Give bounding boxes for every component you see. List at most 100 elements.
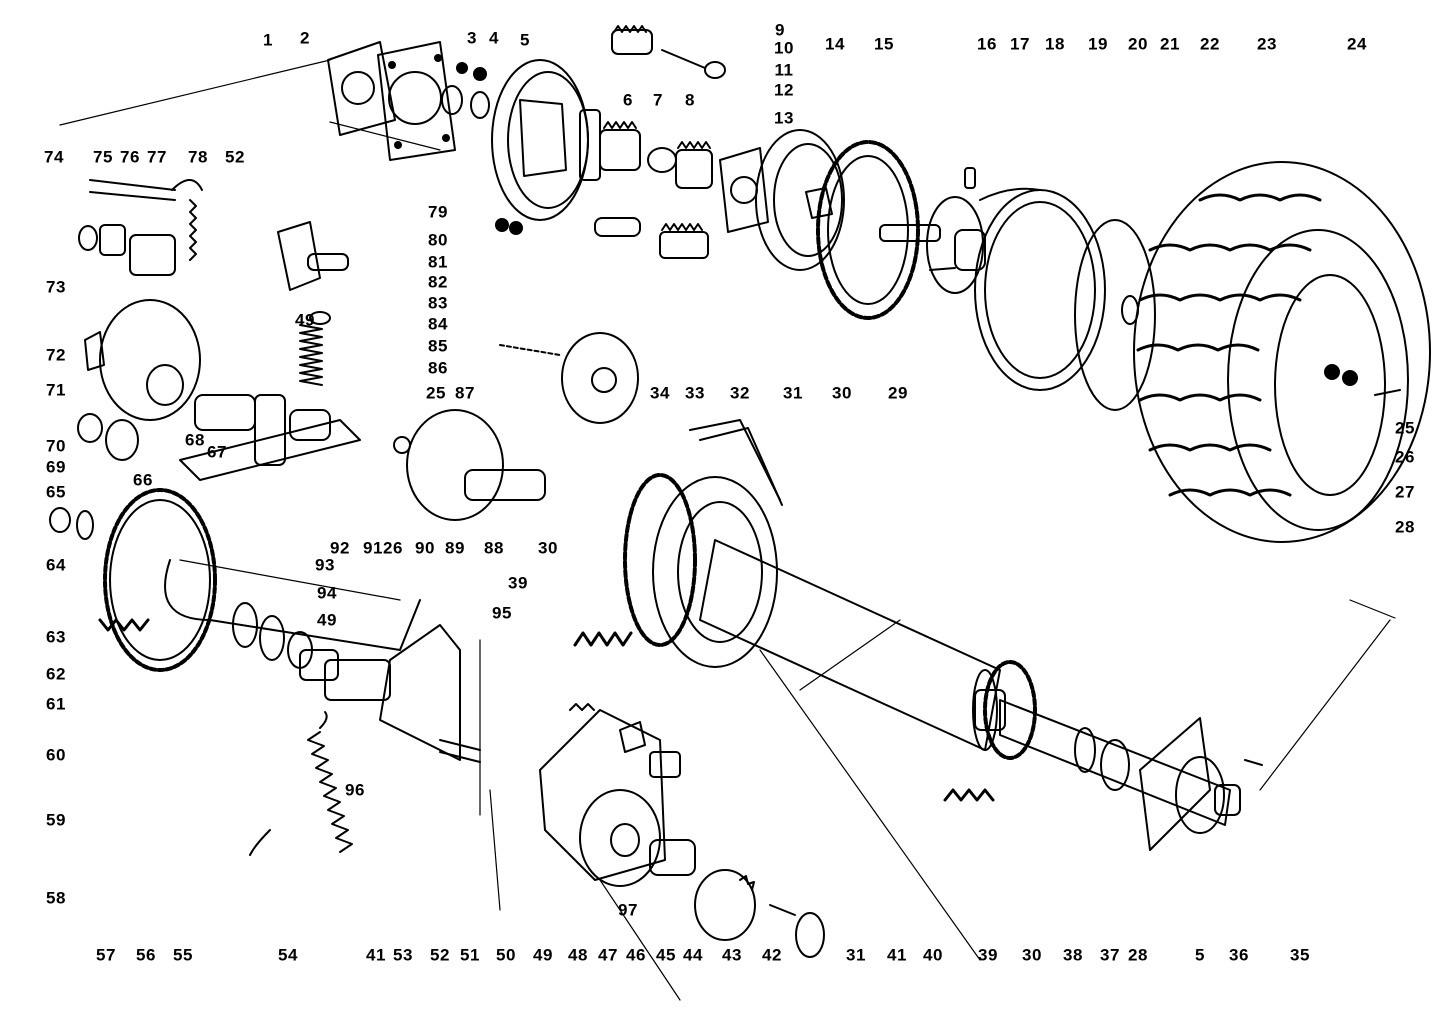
part-number-label: 45 (656, 945, 676, 965)
hub-bracket (719, 147, 769, 233)
part-number-label: 55 (173, 945, 193, 965)
part-number-label: 6 (623, 90, 633, 110)
part-number-label: 11 (774, 60, 794, 80)
main-shaft (699, 539, 1231, 826)
belt-and-pulley (623, 419, 783, 668)
part-number-label: 74 (44, 147, 64, 167)
part-number-label: 9 (775, 20, 785, 40)
part-number-label: 97 (618, 900, 638, 920)
part-number-label: 20 (1128, 34, 1148, 54)
part-number-label: 85 (428, 336, 448, 356)
part-number-label: 53 (393, 945, 413, 965)
part-number-label: 3 (467, 28, 477, 48)
part-number-label: 96 (345, 780, 365, 800)
part-number-label: 52 (225, 147, 245, 167)
part-number-label: 68 (185, 430, 205, 450)
idler-parts (78, 179, 203, 276)
bearing-plate-assembly (327, 41, 490, 161)
tension-spring (249, 711, 353, 856)
part-number-label: 58 (46, 888, 66, 908)
part-number-label: 46 (626, 945, 646, 965)
part-number-label: 28 (1128, 945, 1148, 965)
part-number-label: 83 (428, 293, 448, 313)
part-number-label: 36 (1229, 945, 1249, 965)
part-number-label: 61 (46, 694, 66, 714)
part-number-label: 37 (1100, 945, 1120, 965)
part-number-label: 35 (1290, 945, 1310, 965)
part-number-label: 91 (363, 538, 383, 558)
bearing-disc (393, 409, 546, 521)
part-number-label: 30 (832, 383, 852, 403)
part-number-label: 15 (874, 34, 894, 54)
part-number-label: 19 (1088, 34, 1108, 54)
part-number-label: 27 (1395, 482, 1415, 502)
lower-bracket (324, 624, 481, 763)
part-number-label: 25 (426, 383, 446, 403)
part-number-label: 40 (923, 945, 943, 965)
part-number-label: 41 (366, 945, 386, 965)
part-number-label: 94 (317, 583, 337, 603)
part-number-label: 30 (538, 538, 558, 558)
part-number-label: 64 (46, 555, 66, 575)
drive-chains (98, 618, 995, 802)
gearbox (539, 703, 825, 958)
hub-plate (491, 59, 589, 235)
part-number-label: 51 (460, 945, 480, 965)
part-number-label: 49 (295, 310, 315, 330)
part-number-label: 42 (762, 945, 782, 965)
part-number-label: 5 (1195, 945, 1205, 965)
part-number-label: 82 (428, 272, 448, 292)
part-number-label: 95 (492, 603, 512, 623)
part-number-label: 14 (825, 34, 845, 54)
part-number-label: 60 (46, 745, 66, 765)
part-number-label: 66 (133, 470, 153, 490)
part-number-label: 22 (1200, 34, 1220, 54)
part-number-label: 92 (330, 538, 350, 558)
part-number-label: 63 (46, 627, 66, 647)
part-number-label: 26 (1395, 447, 1415, 467)
part-number-label: 18 (1045, 34, 1065, 54)
part-number-label: 30 (1022, 945, 1042, 965)
part-number-label: 75 (93, 147, 113, 167)
part-number-label: 29 (888, 383, 908, 403)
part-number-label: 84 (428, 314, 448, 334)
wheel-hub (926, 167, 986, 294)
part-number-label: 69 (46, 457, 66, 477)
part-number-label: 79 (428, 202, 448, 222)
part-number-label: 2 (300, 28, 310, 48)
wheel-hub-flange (755, 129, 845, 271)
part-number-label: 56 (136, 945, 156, 965)
tire (1133, 161, 1431, 543)
part-number-label: 38 (1063, 945, 1083, 965)
part-number-label: 48 (568, 945, 588, 965)
large-sprocket (816, 140, 941, 320)
part-number-label: 70 (46, 436, 66, 456)
idler-pulley (499, 332, 639, 424)
part-number-label: 47 (598, 945, 618, 965)
part-number-label: 44 (683, 945, 703, 965)
spring-pivot (254, 221, 349, 466)
part-number-label: 39 (508, 573, 528, 593)
part-number-label: 87 (455, 383, 475, 403)
part-number-label: 88 (484, 538, 504, 558)
part-number-label: 78 (188, 147, 208, 167)
part-number-label: 26 (383, 538, 403, 558)
part-number-label: 93 (315, 555, 335, 575)
part-number-label: 5 (520, 30, 530, 50)
part-number-label: 50 (496, 945, 516, 965)
part-number-label: 49 (533, 945, 553, 965)
part-number-label: 65 (46, 482, 66, 502)
leader-lines (59, 59, 1396, 1001)
part-number-label: 16 (977, 34, 997, 54)
gear-cluster (579, 25, 726, 259)
shaft-collars (232, 602, 339, 681)
part-number-label: 24 (1347, 34, 1367, 54)
part-number-label: 34 (650, 383, 670, 403)
part-number-label: 80 (428, 230, 448, 250)
part-number-label: 43 (722, 945, 742, 965)
part-number-label: 49 (317, 610, 337, 630)
part-number-label: 41 (887, 945, 907, 965)
part-number-label: 1 (263, 30, 273, 50)
part-number-label: 17 (1010, 34, 1030, 54)
